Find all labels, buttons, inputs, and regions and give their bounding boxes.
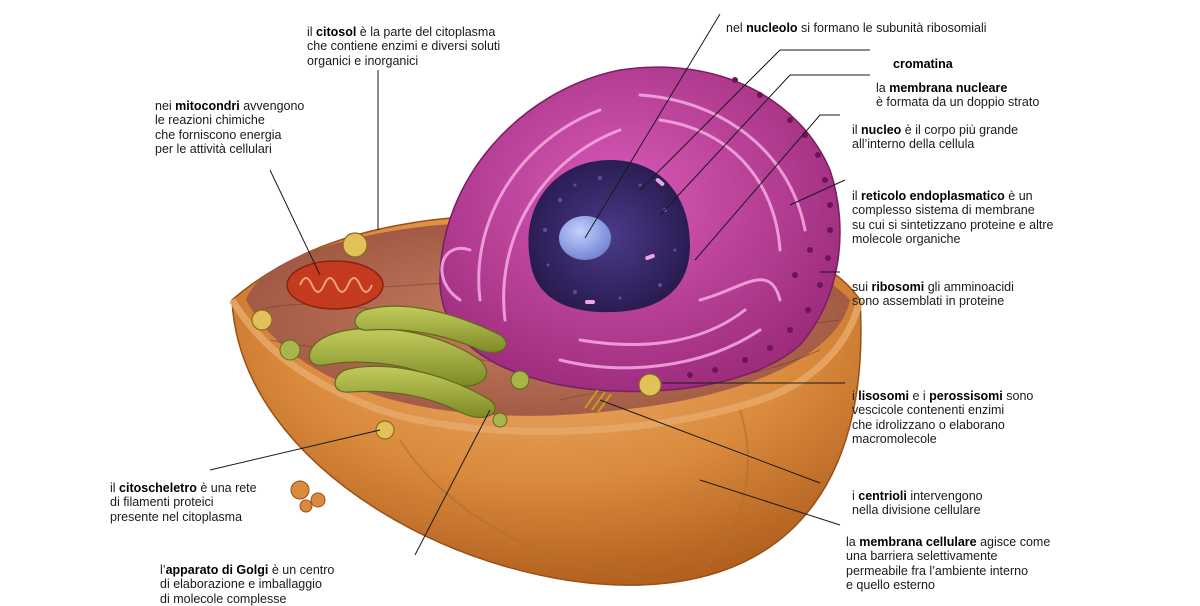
label-ribosomi: sui ribosomi gli amminoacidi sono assemb… — [852, 265, 1082, 309]
label-centrioli: i centrioli intervengono nella divisione… — [852, 474, 1082, 518]
label-text: il — [852, 122, 862, 137]
label-term: ribosomi — [871, 279, 925, 294]
cell-rim — [229, 298, 864, 435]
er-cisternae — [440, 93, 807, 370]
label-text: il — [110, 480, 120, 495]
label-text: sui — [852, 279, 872, 294]
label-term: nucleolo — [746, 20, 798, 35]
label-text: è il corpo più grande all’interno della … — [852, 122, 1019, 152]
label-membrana-nucleare: la membrana nucleare è formata da un dop… — [876, 66, 1106, 110]
label-nucleo: il nucleo è il corpo più grande all’inte… — [852, 108, 1082, 152]
label-term: cromatina — [893, 56, 953, 71]
label-text: la — [846, 534, 860, 549]
label-citoscheletro: il citoscheletro è una rete di filamenti… — [110, 466, 310, 524]
label-term: apparato di Golgi — [165, 562, 269, 577]
leader-lines — [209, 13, 870, 556]
mitochondrion — [286, 260, 384, 310]
label-text: si formano le subunità ribosomiali — [797, 20, 987, 35]
label-citosol: il citosol è la parte del citoplasma che… — [307, 10, 547, 68]
label-text: la — [876, 80, 890, 95]
cell-shell-fold — [399, 439, 641, 579]
label-text: è un complesso sistema di membrane su cu… — [852, 188, 1054, 247]
label-text: è formata da un doppio strato — [876, 95, 1040, 109]
centrioles — [584, 389, 612, 413]
membrane-vesicles — [290, 480, 326, 513]
label-text: intervengono nella divisione cellulare — [852, 488, 983, 518]
lysosomes — [251, 232, 662, 440]
label-cromatina: cromatina — [893, 42, 1013, 71]
label-term: reticolo endoplasmatico — [861, 188, 1005, 203]
cell-shell-fold — [699, 409, 749, 571]
label-term: membrana cellulare — [859, 534, 977, 549]
golgi-apparatus — [308, 305, 507, 418]
label-text: e i — [908, 388, 930, 403]
label-text: avvengono le reazioni chimiche che forni… — [155, 98, 305, 157]
label-reticolo: il reticolo endoplasmatico è un compless… — [852, 174, 1097, 247]
label-text: l’ — [160, 562, 166, 577]
label-term: citoscheletro — [119, 480, 197, 495]
label-term: nucleo — [861, 122, 902, 137]
label-golgi: l’apparato di Golgi è un centro di elabo… — [160, 548, 410, 606]
label-nucleolo: nel nucleolo si formano le subunità ribo… — [726, 6, 1026, 35]
label-text: sono vescicole contenenti enzimi che idr… — [852, 388, 1034, 447]
label-text: agisce come una barriera selettivamente … — [846, 534, 1051, 593]
label-term: lisosomi — [858, 388, 909, 403]
label-text: nel — [726, 20, 747, 35]
label-text: gli amminoacidi sono assemblati in prote… — [852, 279, 1014, 309]
label-term: mitocondri — [175, 98, 240, 113]
label-lisosomi: i lisosomi e i perossisomi sono vescicol… — [852, 374, 1082, 447]
label-mitocondri: nei mitocondri avvengono le reazioni chi… — [155, 84, 335, 157]
label-text: è la parte del citoplasma che contiene e… — [307, 24, 501, 68]
label-term: centrioli — [858, 488, 907, 503]
label-text: il — [307, 24, 317, 39]
label-text: è una rete di filamenti proteici present… — [110, 480, 257, 524]
label-text: nei — [155, 98, 176, 113]
label-text: i — [852, 388, 859, 403]
nuclear-pores — [585, 178, 665, 304]
label-term: citosol — [316, 24, 357, 39]
golgi-vesicles — [279, 339, 530, 428]
label-text: il — [852, 188, 862, 203]
label-term: perossisomi — [929, 388, 1003, 403]
label-text: i — [852, 488, 859, 503]
label-term: membrana nucleare — [889, 80, 1008, 95]
label-membrana-cellulare: la membrana cellulare agisce come una ba… — [846, 520, 1091, 593]
